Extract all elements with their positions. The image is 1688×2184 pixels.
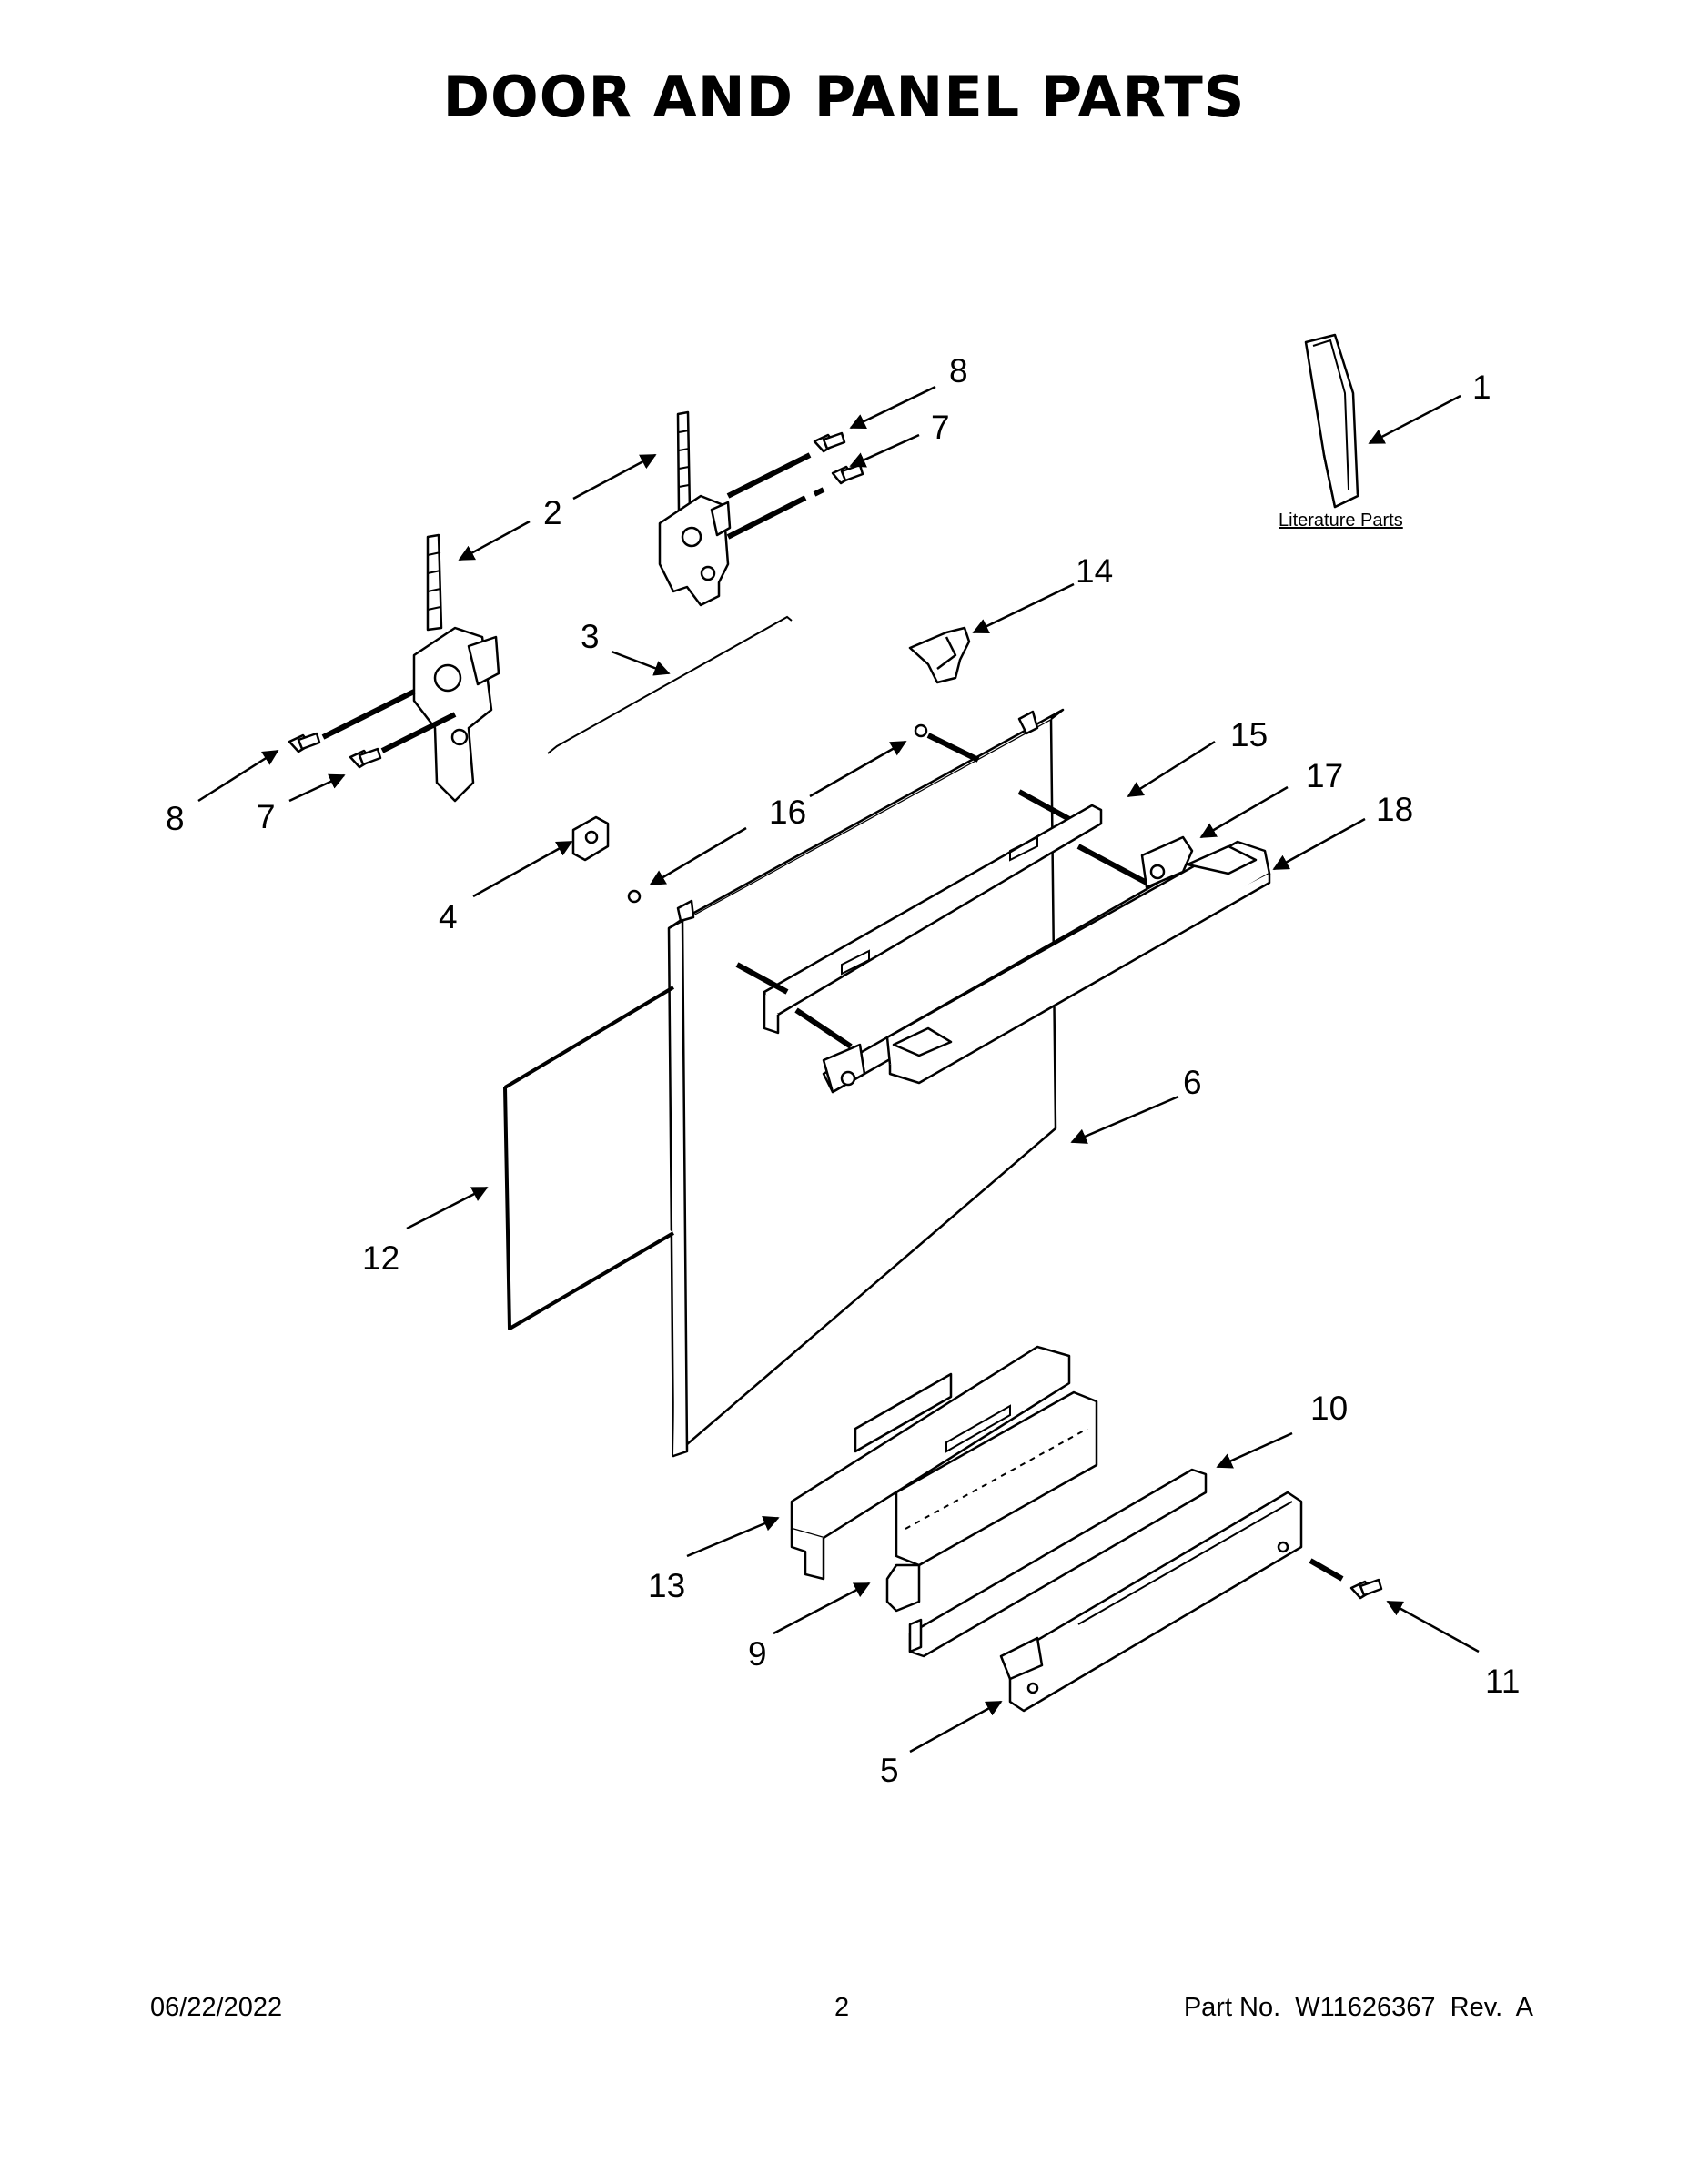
leader-12: [406, 1186, 489, 1230]
callout-2: 2: [543, 494, 562, 531]
wire-rod-part: [547, 615, 793, 754]
leader-5: [909, 1700, 1003, 1754]
leader-16b: [649, 826, 747, 886]
leader-4: [472, 840, 573, 898]
callout-13: 13: [648, 1567, 685, 1604]
footer-part-number: Part No. W11626367 Rev. A: [1183, 1993, 1533, 2022]
callout-1: 1: [1472, 369, 1491, 406]
callout-14: 14: [1076, 552, 1113, 590]
hinge-screws-lower: [288, 689, 457, 769]
door-panel-part: [667, 708, 1065, 1458]
toe-panel-part: [908, 1468, 1208, 1658]
callout-8-lower: 8: [166, 800, 185, 837]
footer-date: 06/22/2022: [150, 1993, 283, 2022]
door-clip-part: [571, 815, 610, 862]
leader-8b: [197, 749, 279, 803]
callout-7-upper: 7: [931, 409, 950, 446]
toe-panel-insulation-part: [885, 1390, 1098, 1613]
leader-6: [1070, 1095, 1179, 1144]
callout-10: 10: [1310, 1390, 1348, 1427]
lower-insulation-part: [790, 1345, 1071, 1581]
leader-11: [1386, 1600, 1480, 1653]
leader-7a: [849, 433, 920, 468]
door-handle-part: [885, 840, 1271, 1085]
literature-parts-label: Literature Parts: [1279, 511, 1403, 531]
callout-6: 6: [1183, 1064, 1202, 1101]
leader-14: [972, 582, 1075, 634]
leader-13: [686, 1516, 780, 1558]
callout-4: 4: [439, 898, 458, 935]
callout-18: 18: [1376, 791, 1413, 828]
leader-7b: [288, 774, 346, 803]
callout-7-lower: 7: [257, 798, 276, 835]
footer-page-number: 2: [834, 1993, 850, 2022]
leader-lines: [197, 385, 1480, 1754]
leader-9: [773, 1582, 871, 1635]
leader-2b: [572, 453, 657, 500]
callout-3: 3: [581, 618, 600, 655]
callout-9: 9: [748, 1635, 767, 1673]
leader-10: [1216, 1431, 1293, 1469]
leader-1: [1368, 394, 1461, 445]
left-hinge-part: [412, 533, 500, 803]
latch-part: [908, 626, 971, 684]
leader-16a: [809, 740, 907, 798]
leader-15: [1127, 740, 1216, 798]
leader-2a: [458, 520, 531, 561]
right-hinge-part: [658, 410, 732, 607]
control-channel-part: [763, 804, 1103, 1035]
callout-15: 15: [1230, 716, 1268, 753]
panel-screw-left: [627, 889, 642, 904]
leader-18: [1272, 817, 1366, 871]
callout-5: 5: [880, 1752, 899, 1789]
leader-3: [611, 650, 671, 676]
kick-plate-screw-part: [1309, 1558, 1383, 1600]
page-title: DOOR AND PANEL PARTS: [442, 64, 1246, 130]
callout-16: 16: [769, 794, 806, 831]
leader-17: [1199, 785, 1289, 839]
panel-screw-right: [914, 723, 928, 738]
leader-8a: [849, 385, 936, 430]
hinge-screws-upper: [726, 431, 864, 540]
callout-8-upper: 8: [949, 352, 968, 389]
kick-plate-part: [999, 1491, 1303, 1713]
literature-booklet-part: [1304, 333, 1359, 509]
callout-11: 11: [1485, 1663, 1520, 1700]
callout-12: 12: [362, 1239, 399, 1277]
door-gasket-part: [503, 986, 675, 1330]
callout-17: 17: [1306, 757, 1343, 794]
